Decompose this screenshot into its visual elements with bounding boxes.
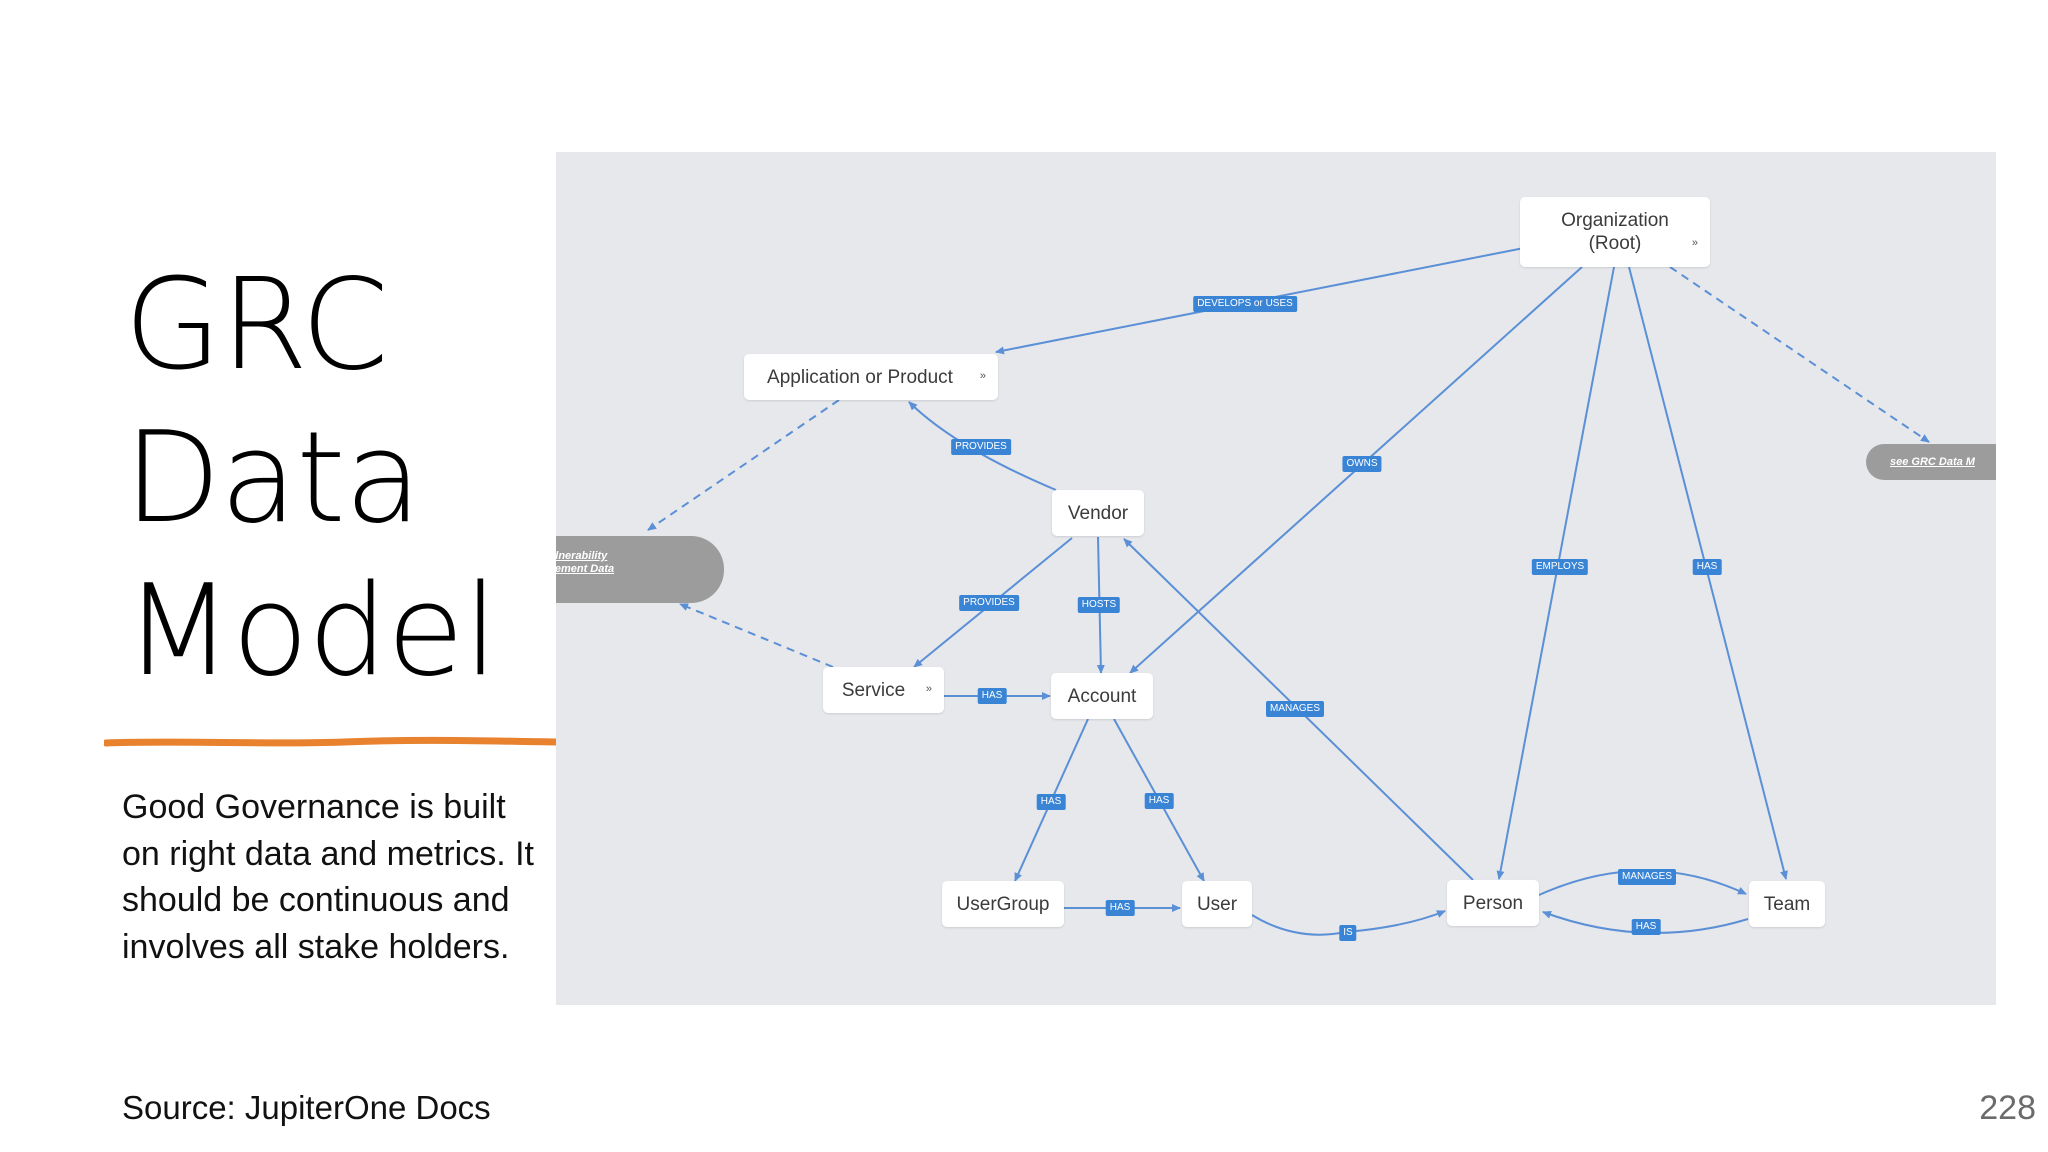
node-organization-label: Organization (Root): [1561, 210, 1669, 254]
label-service-has-account: HAS: [977, 688, 1007, 704]
node-service[interactable]: Service »: [823, 667, 944, 713]
label-develops-or-uses: DEVELOPS or USES: [1193, 296, 1297, 312]
relationship-edges: [647, 247, 1930, 936]
node-account[interactable]: Account: [1051, 673, 1153, 719]
edge-organization-grc-link: [1669, 266, 1930, 443]
edge-service-vulnerability-link: [679, 603, 834, 668]
grc-model-link-text: see GRC Data M: [1890, 455, 1975, 468]
vulnerability-model-link-text: see Vulnerability Management Data Model: [556, 550, 615, 575]
node-team[interactable]: Team: [1749, 881, 1825, 927]
node-service-label: Service: [841, 679, 906, 701]
label-account-has-usergroup: HAS: [1036, 794, 1066, 810]
node-application[interactable]: Application or Product »: [744, 354, 998, 400]
label-is: IS: [1339, 925, 1357, 941]
title-underline: [104, 736, 564, 747]
node-person-label: Person: [1462, 892, 1524, 914]
node-usergroup[interactable]: UserGroup: [942, 881, 1064, 927]
grc-model-link[interactable]: see GRC Data M: [1866, 444, 1996, 480]
node-application-expand-icon: »: [979, 370, 986, 382]
node-user-label: User: [1196, 893, 1238, 915]
node-service-expand-icon: »: [925, 683, 932, 695]
node-user[interactable]: User: [1182, 881, 1252, 927]
node-vendor[interactable]: Vendor: [1052, 490, 1144, 536]
node-person[interactable]: Person: [1447, 880, 1539, 926]
label-hosts: HOSTS: [1077, 597, 1121, 613]
page-number: 228: [1979, 1089, 2036, 1127]
grc-data-model-diagram: see Vulnerability Management Data Model …: [556, 152, 1996, 1005]
edge-application-vulnerability-link: [647, 399, 840, 531]
slide-title: GRC Data Model: [124, 251, 498, 704]
node-vendor-label: Vendor: [1067, 502, 1129, 524]
label-usergroup-has-user: HAS: [1105, 900, 1135, 916]
node-application-label: Application or Product: [767, 366, 953, 388]
node-account-label: Account: [1067, 685, 1137, 707]
body-text: Good Governance is built on right data a…: [122, 788, 534, 966]
label-provides-application: PROVIDES: [951, 439, 1011, 455]
label-organization-has-team: HAS: [1692, 559, 1722, 575]
label-owns: OWNS: [1342, 456, 1382, 472]
node-organization[interactable]: Organization (Root) »: [1520, 197, 1710, 267]
node-usergroup-label: UserGroup: [956, 893, 1050, 915]
label-person-manages-team: MANAGES: [1617, 869, 1677, 885]
label-team-has-person: HAS: [1631, 919, 1661, 935]
node-organization-expand-icon: »: [1691, 237, 1698, 249]
vulnerability-model-link[interactable]: see Vulnerability Management Data Model: [556, 536, 724, 603]
label-provides-service: PROVIDES: [959, 595, 1019, 611]
node-team-label: Team: [1763, 893, 1811, 915]
label-account-has-user: HAS: [1144, 793, 1174, 809]
label-manages-vendor: MANAGES: [1265, 701, 1325, 717]
label-employs: EMPLOYS: [1531, 559, 1589, 575]
source-citation: Source: JupiterOne Docs: [122, 1089, 491, 1126]
